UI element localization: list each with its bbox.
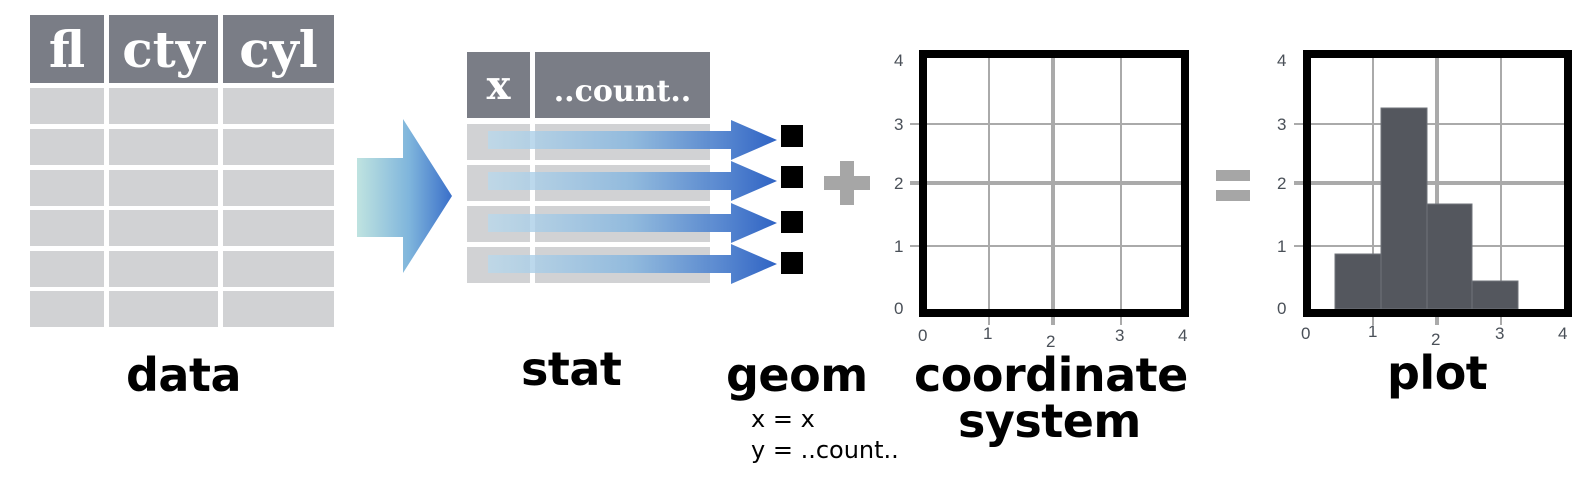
data-cell [30,129,104,165]
data-cell [109,210,218,246]
histogram-bar [1471,280,1519,310]
plot-y-tick: 0 [1277,299,1287,318]
coord-y-tick: 3 [894,115,904,134]
plot-x-tick: 0 [1301,324,1311,343]
data-cell [223,210,334,246]
histogram-bar [1380,107,1428,310]
coord-y-tick: 2 [894,174,904,193]
data-cell [223,251,334,287]
plot-label: plot [1387,346,1488,400]
data-cell [30,88,104,124]
geom-point-marker-icon [781,211,803,233]
data-cell [30,170,104,206]
data-header-cyl: cyl [223,15,334,83]
data-cell [109,291,218,327]
data-header-fl: fl [30,15,104,83]
stat-header-count: ..count.. [535,52,710,118]
geom-mapping-y: y = ..count.. [751,436,899,464]
geom-mapping-x: x = x [751,405,815,433]
plot-x-tick: 4 [1558,324,1568,343]
plot-x-tick: 3 [1495,324,1505,343]
coord-x-tick: 4 [1178,326,1188,345]
stat-header-x: x [467,52,530,118]
geom-label: geom [726,348,868,402]
coord-x-tick: 3 [1115,326,1125,345]
coord-x-tick: 2 [1046,332,1056,351]
data-cell [109,170,218,206]
histogram-bar [1426,203,1473,310]
geom-point-marker-icon [781,166,803,188]
data-cell [109,129,218,165]
data-cell [109,88,218,124]
coord-y-tick: 1 [894,237,904,256]
coord-x-tick: 1 [983,324,993,343]
plot-y-tick: 1 [1277,237,1287,256]
data-cell [223,129,334,165]
coord-y-tick: 0 [894,299,904,318]
stat-label: stat [521,342,622,396]
data-cell [30,210,104,246]
data-cell [30,291,104,327]
geom-point-marker-icon [781,125,803,147]
coordinate-label-line2: system [958,394,1141,448]
data-cell [223,291,334,327]
data-header-cty: cty [109,15,218,83]
plot-y-tick: 2 [1277,174,1287,193]
coord-x-tick: 0 [918,326,928,345]
geom-point-marker-icon [781,252,803,274]
plot-x-tick: 2 [1431,330,1441,349]
data-label: data [126,348,242,402]
data-cell [30,251,104,287]
data-cell [223,88,334,124]
histogram-bar [1334,253,1382,310]
plot-y-tick: 3 [1277,115,1287,134]
coord-y-tick: 4 [894,51,904,70]
plot-x-tick: 1 [1368,322,1378,341]
coordinate-label-line1: coordinate [914,348,1188,402]
data-cell [109,251,218,287]
plot-y-tick: 4 [1277,51,1287,70]
data-cell [223,170,334,206]
